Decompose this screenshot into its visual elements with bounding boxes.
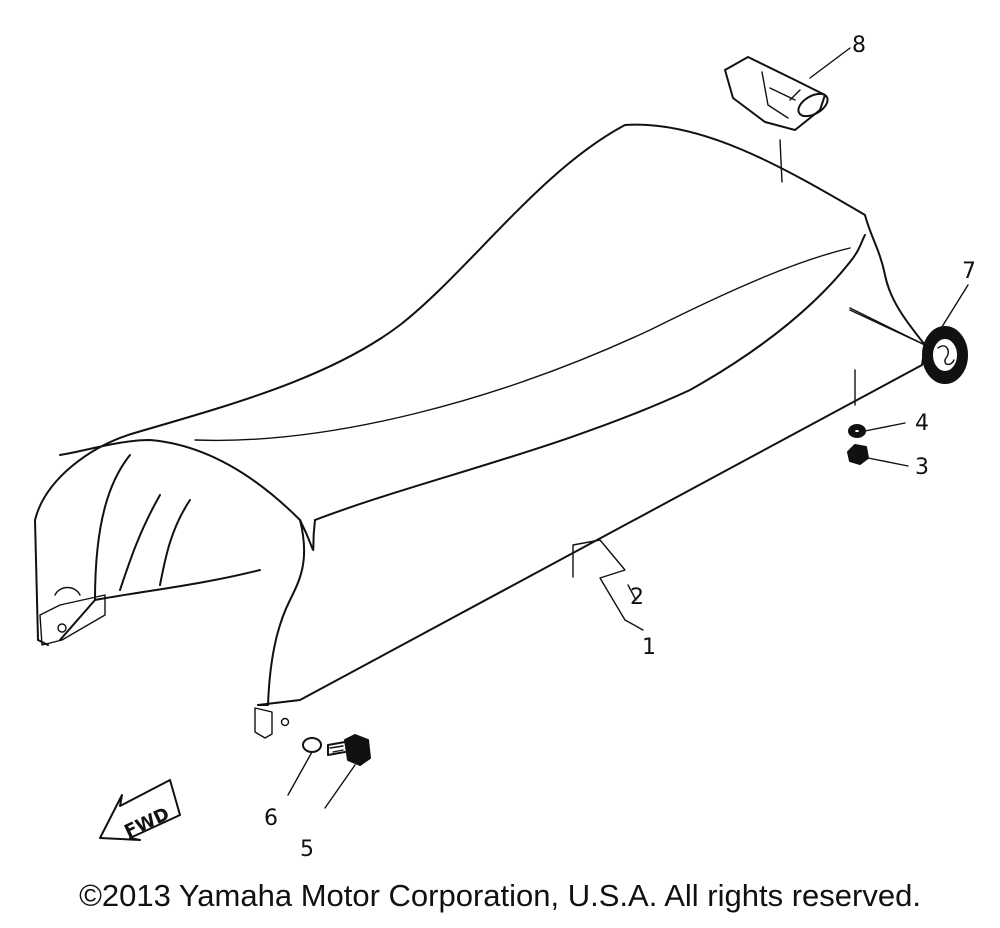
callout-2: 2	[630, 585, 644, 610]
leader-lines	[287, 47, 969, 809]
seat-top-outline	[137, 123, 926, 433]
seat-rear-lower	[94, 569, 261, 601]
seat-cushion-edge	[314, 234, 866, 521]
seat-parts-diagram: 8 7 4 3 2 1 6 5 FWD	[34, 33, 976, 860]
seat-back-side	[257, 344, 926, 706]
copyright-notice: ©2013 Yamaha Motor Corporation, U.S.A. A…	[79, 878, 921, 913]
callout-6: 6	[264, 806, 278, 831]
seat-front-rim-outer	[34, 431, 139, 646]
callout-8: 8	[852, 33, 866, 58]
part-3-4-fasteners	[847, 369, 869, 465]
seat-rear-flap	[257, 519, 306, 706]
rear-bracket	[254, 707, 273, 739]
seat-underside-curve	[59, 454, 191, 641]
part-7-emblem	[849, 309, 968, 384]
hinge-hole	[57, 623, 67, 633]
forward-label: FWD	[121, 804, 173, 843]
callout-4: 4	[915, 411, 929, 436]
callout-7: 7	[962, 259, 976, 284]
forward-direction-arrow: FWD	[99, 779, 181, 843]
label-tab	[572, 539, 626, 621]
callout-1: 1	[642, 635, 656, 660]
seat-crease-line	[194, 247, 851, 442]
bracket-hole	[280, 717, 290, 727]
seat-front-rim-inner	[59, 439, 316, 551]
callout-labels: 8 7 4 3 2 1 6 5	[264, 33, 976, 860]
part-8-strap	[724, 56, 829, 183]
callout-5: 5	[300, 837, 314, 860]
seat-assembly	[34, 123, 926, 739]
seat-hinge-tab	[39, 586, 106, 646]
part-5-6-bolt	[302, 734, 371, 766]
callout-3: 3	[915, 455, 929, 480]
